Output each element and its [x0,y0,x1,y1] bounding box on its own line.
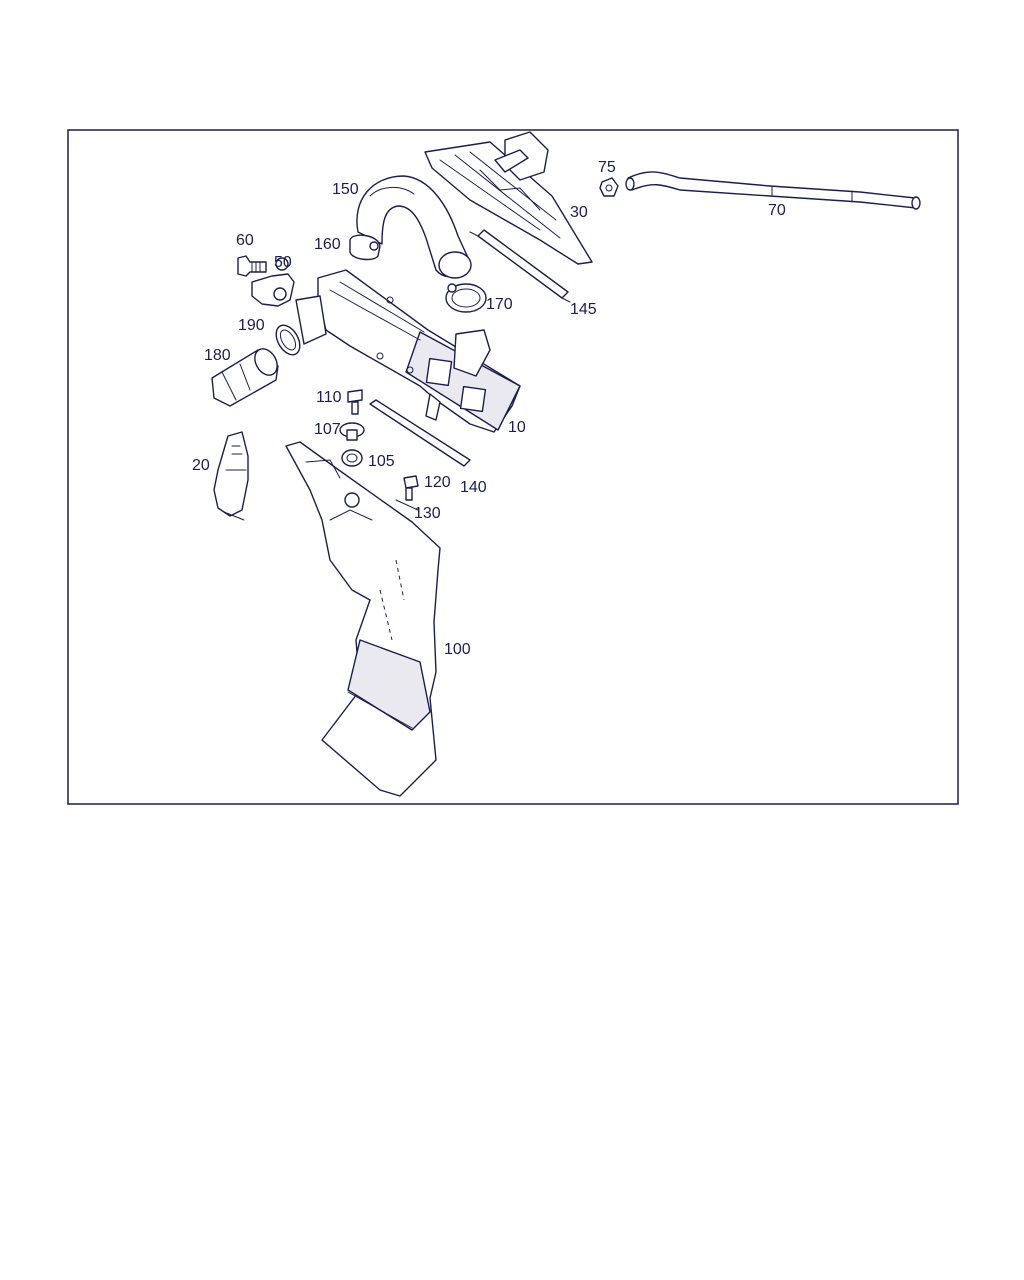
callout-180: 180 [204,347,231,364]
callout-75: 75 [598,159,616,176]
part-150-intake-hose[interactable] [356,175,472,279]
part-180-connector-sleeve[interactable] [211,345,282,407]
callout-140: 140 [460,479,487,496]
part-140-seal-strip[interactable] [369,399,471,467]
part-20-sensor[interactable] [213,431,249,521]
callout-170: 170 [486,296,513,313]
callout-10: 10 [508,419,526,436]
callout-160: 160 [314,236,341,253]
callout-labels: 10 20 30 50 60 70 75 100 105 107 110 120… [192,159,786,658]
part-60-bolt[interactable] [237,255,267,277]
part-75-clip[interactable] [599,177,619,197]
diagram-frame [67,129,959,805]
callout-190: 190 [238,317,265,334]
part-50-sensor[interactable] [251,257,295,307]
part-10-filter-housing[interactable] [295,269,521,433]
callout-105: 105 [368,453,395,470]
callout-20: 20 [192,457,210,474]
callout-145: 145 [570,301,597,318]
callout-107: 107 [314,421,341,438]
callout-150: 150 [332,181,359,198]
part-190-o-ring[interactable] [271,321,304,359]
callout-120: 120 [424,474,451,491]
part-110-screw[interactable] [347,389,363,415]
callout-30: 30 [570,204,588,221]
part-107-grommet[interactable] [339,422,365,441]
part-120-screw[interactable] [403,475,419,501]
part-30-housing-cover[interactable] [424,131,593,265]
part-105-rubber-mount[interactable] [341,449,363,467]
part-130-clip[interactable] [395,499,419,511]
part-100-air-duct[interactable] [285,441,441,797]
part-145-seal-strip[interactable] [469,229,571,303]
callout-110: 110 [316,389,342,406]
part-170-clamp-ring[interactable] [445,283,487,313]
callout-130: 130 [414,505,441,522]
callout-100: 100 [444,641,471,658]
part-160-hose-clamp[interactable] [349,234,381,261]
part-70-hose[interactable] [625,171,921,210]
callout-60: 60 [236,232,254,249]
callout-50: 50 [274,254,292,271]
callout-70: 70 [768,202,786,219]
